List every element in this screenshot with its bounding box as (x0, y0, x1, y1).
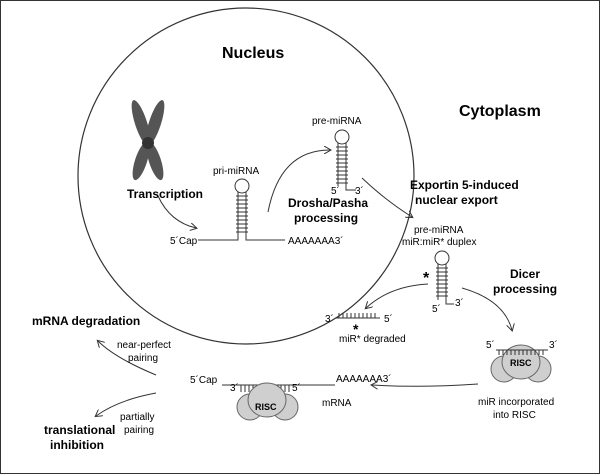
mrna-risc-5prime: 5´ (292, 382, 301, 394)
mir-degraded-label: miR* degraded (339, 334, 406, 345)
degraded-star: * (353, 321, 359, 337)
translational-line2: inhibition (50, 438, 104, 452)
partially-line1: partially (120, 412, 154, 423)
degraded-mir-star-strand (336, 313, 380, 319)
arrow-risc-incorporation (372, 384, 479, 386)
duplex-label: miR:miR* duplex (402, 237, 476, 248)
degraded-3prime: 3´ (325, 313, 334, 325)
near-perfect-line2: pairing (128, 353, 158, 364)
arrow-export (361, 177, 412, 217)
mir-incorporated-line2: into RISC (493, 410, 536, 421)
pre-mirna-nucleus-label: pre-miRNA (312, 116, 362, 127)
mrna-risc-3prime: 3´ (230, 382, 239, 394)
partially-line2: pairing (124, 425, 154, 436)
risc-complex-left (236, 382, 299, 421)
nucleus-label: Nucleus (222, 45, 284, 62)
drosha-label-line2: processing (294, 211, 358, 225)
mir-incorporated-line1: miR incorporated (478, 397, 554, 408)
near-perfect-line1: near-perfect (117, 340, 171, 351)
cyto-hairpin-5prime: 5´ (432, 303, 441, 315)
cyto-hairpin-3prime: 3´ (455, 297, 464, 309)
pre-mirna-3prime: 3´ (355, 185, 364, 197)
risc-right-5prime: 5´ (486, 339, 495, 351)
flow-arrows (96, 150, 512, 416)
pre-mirna-cytoplasm-label: pre-miRNA (414, 225, 464, 236)
mrna-degradation-label: mRNA degradation (32, 314, 140, 328)
chromosome-icon (131, 100, 165, 181)
degraded-5prime: 5´ (384, 313, 393, 325)
exportin-label-line2: nuclear export (415, 193, 498, 207)
arrow-transcription (157, 195, 196, 228)
arrow-drosha (267, 150, 330, 213)
polya-label-mrna: AAAAAAA3´ (336, 373, 392, 385)
mrna-label: mRNA (322, 398, 352, 409)
nucleus-membrane (77, 7, 415, 345)
transcription-label: Transcription (127, 187, 203, 201)
arrow-mrna-degradation (98, 341, 157, 376)
exportin-label-line1: Exportin 5-induced (410, 178, 519, 192)
pre-mirna-hairpin-nucleus (334, 129, 356, 191)
translational-line1: translational (44, 423, 115, 437)
risc-mirna-strand-right (496, 349, 548, 355)
risc-left-label: RISC (255, 402, 277, 412)
arrow-translational-inhibition (96, 392, 157, 416)
drosha-label-line1: Drosha/Pasha (288, 196, 368, 210)
pri-mirna-hairpin (198, 178, 285, 241)
pre-mirna-hairpin-cytoplasm (434, 250, 454, 305)
dicer-label-line2: processing (493, 282, 557, 296)
pre-mirna-5prime: 5´ (331, 185, 340, 197)
arrow-dicer (461, 287, 512, 330)
dicer-label-line1: Dicer (510, 267, 540, 281)
duplex-star: * (423, 270, 430, 287)
pri-mirna-label: pri-miRNA (213, 166, 259, 177)
cap-label-mrna: 5´Cap (190, 374, 218, 386)
polya-label-nucleus: AAAAAAA3´ (288, 235, 344, 247)
risc-right-3prime: 3´ (549, 339, 558, 351)
risc-right-label: RISC (510, 358, 532, 368)
cap-label-nucleus: 5´Cap (170, 235, 198, 247)
cytoplasm-label: Cytoplasm (459, 103, 541, 120)
arrow-degradation (366, 283, 429, 308)
